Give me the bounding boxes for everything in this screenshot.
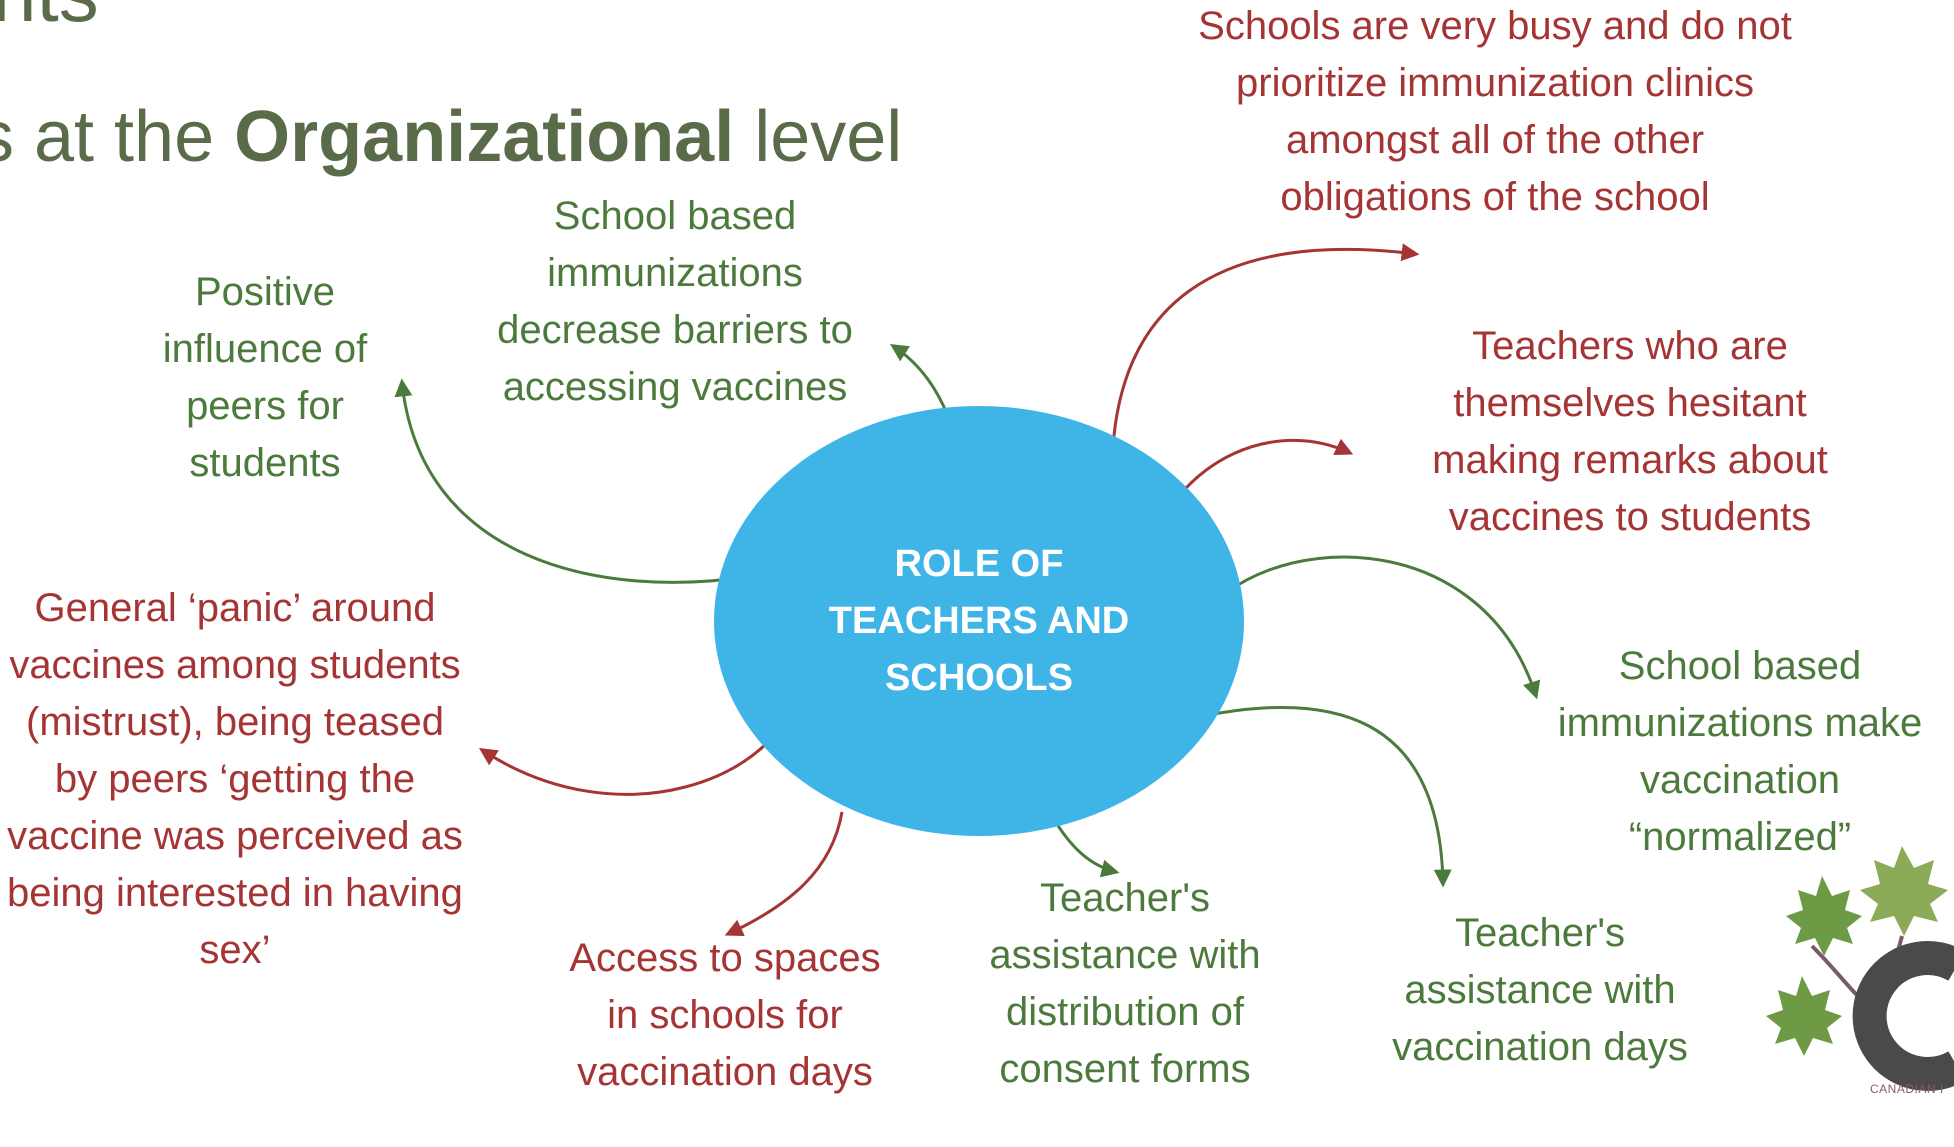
subtitle-bold: Organizational <box>234 97 735 177</box>
center-label: ROLE OF TEACHERS AND SCHOOLS <box>828 542 1130 699</box>
slide-title: nts <box>0 0 99 40</box>
facilitator-consent: Teacher's assistance with distribution o… <box>989 876 1261 1091</box>
barrier-hesitant: Teachers who are themselves hesitant mak… <box>1432 324 1828 539</box>
facilitator-barriers: School based immunizations decrease barr… <box>497 194 853 409</box>
barrier-spaces: Access to spaces in schools for vaccinat… <box>569 936 881 1094</box>
barrier-busy: Schools are very busy and do not priorit… <box>1198 4 1792 219</box>
barrier-panic: General ‘panic’ around vaccines among st… <box>7 586 463 972</box>
maple-leaf-logo-icon <box>1766 846 1954 1091</box>
arrow-to-normalized <box>1196 555 1541 700</box>
arrow-to-peers <box>394 378 753 584</box>
facilitator-peers: Positive influence of peers for students <box>162 270 368 485</box>
subtitle-prefix: s at the <box>0 97 235 177</box>
arrow-to-spaces <box>724 811 844 937</box>
logo-caption: CANADIAN I <box>1870 1082 1944 1096</box>
subtitle-suffix: level <box>734 97 903 177</box>
center-node: ROLE OF TEACHERS AND SCHOOLS <box>714 406 1244 836</box>
slide-subtitle: s at the Organizational level <box>0 96 902 178</box>
arrow-to-vaccination-days <box>1167 705 1452 888</box>
arrow-to-busy <box>1110 243 1420 481</box>
facilitator-normalized: School based immunizations make vaccinat… <box>1557 644 1923 859</box>
facilitator-vaccination-days: Teacher's assistance with vaccination da… <box>1392 911 1688 1069</box>
